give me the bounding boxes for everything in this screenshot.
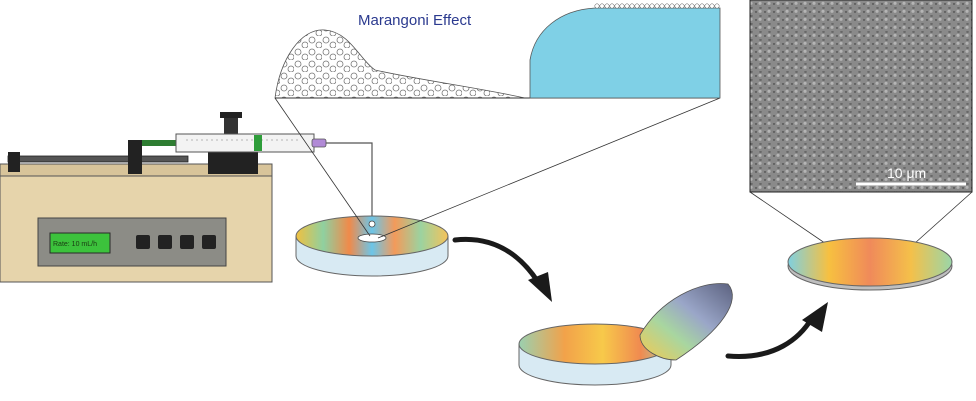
pump-end-block bbox=[8, 152, 20, 172]
pump-pusher-block bbox=[128, 140, 142, 174]
petri-dish-2 bbox=[518, 283, 733, 386]
diagram-title: Marangoni Effect bbox=[358, 12, 472, 29]
marangoni-inset: Marangoni Effect bbox=[274, 3, 721, 99]
syringe-green-band bbox=[254, 135, 262, 151]
monolayer-spheres bbox=[594, 3, 720, 9]
syringe-pump: Rate: 10 mL/h bbox=[0, 112, 327, 283]
particle-spreading-film bbox=[274, 29, 526, 99]
pump-clamp-knob bbox=[220, 112, 242, 118]
tubing bbox=[326, 142, 373, 222]
curved-arrow-right-up-icon bbox=[725, 315, 815, 359]
pump-button-2[interactable] bbox=[158, 235, 172, 249]
arrow-2-head bbox=[802, 302, 828, 332]
pump-rod bbox=[7, 155, 189, 163]
curved-arrow-right-down-icon bbox=[452, 236, 541, 285]
arrow-1-head bbox=[528, 272, 552, 302]
lifted-film bbox=[639, 283, 733, 361]
petri-dish-1 bbox=[295, 215, 449, 277]
pump-button-4[interactable] bbox=[202, 235, 216, 249]
pump-display bbox=[49, 232, 111, 254]
injection-spot bbox=[357, 233, 387, 243]
scale-bar-label: 10 μm bbox=[887, 165, 926, 181]
liquid-meniscus bbox=[529, 7, 721, 99]
sem-image: 10 μm bbox=[749, 0, 973, 193]
syringe-tip bbox=[311, 138, 327, 148]
syringe-barrel bbox=[175, 133, 315, 153]
syringe-plunger bbox=[142, 140, 182, 146]
pump-button-3[interactable] bbox=[180, 235, 194, 249]
pump-button-1[interactable] bbox=[136, 235, 150, 249]
pump-clamp-block bbox=[208, 150, 258, 174]
pump-display-text: Rate: 10 mL/h bbox=[53, 241, 97, 248]
coated-wafer bbox=[787, 237, 953, 291]
